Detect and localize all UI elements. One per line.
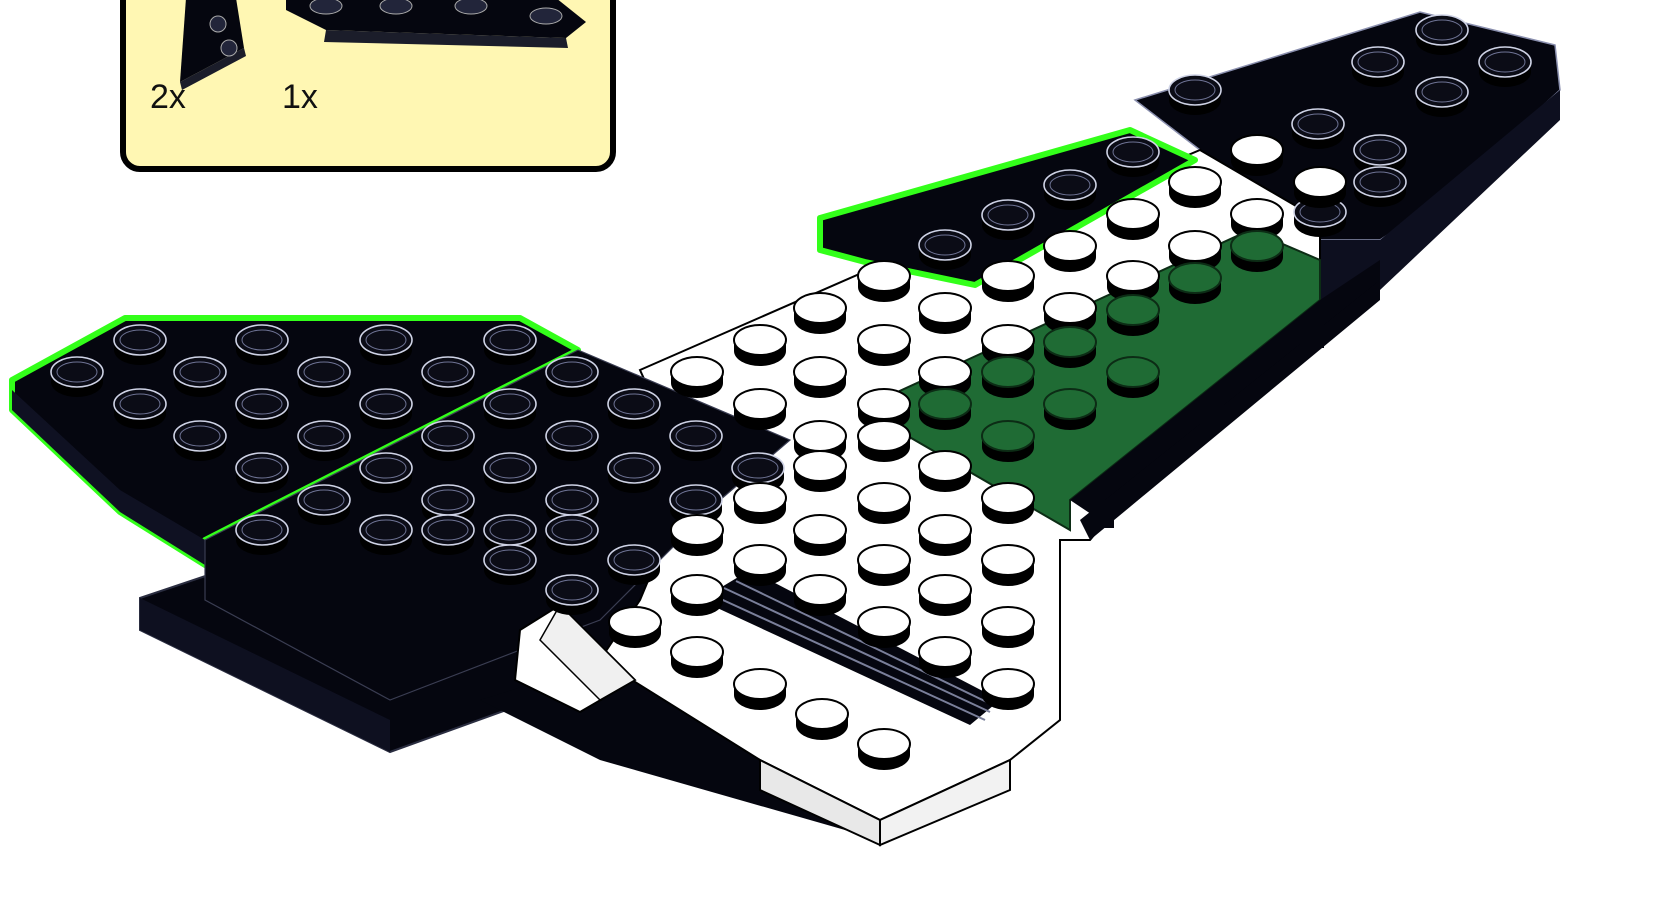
assembly-illustration bbox=[0, 0, 1668, 901]
